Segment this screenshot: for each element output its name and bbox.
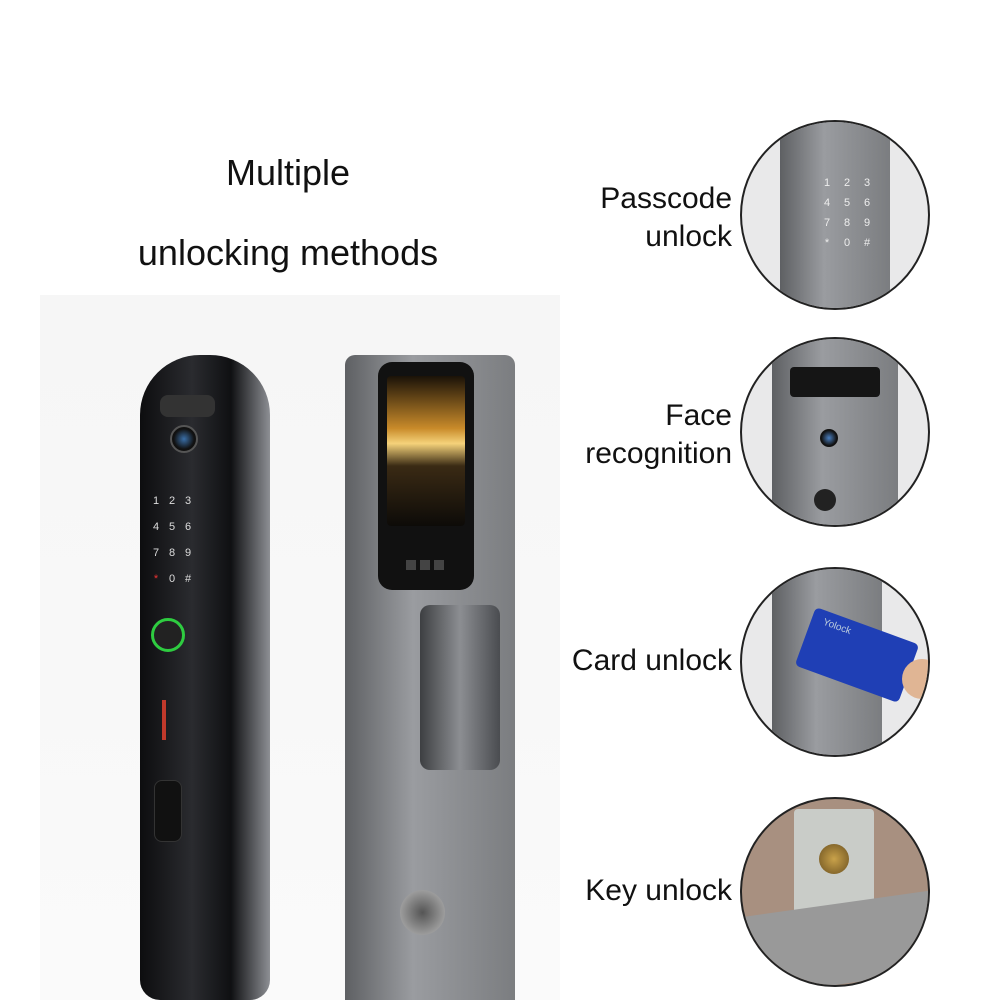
camera-icon bbox=[170, 425, 198, 453]
video-screen bbox=[378, 362, 474, 590]
camera-icon bbox=[820, 429, 838, 447]
hand bbox=[902, 659, 928, 699]
indicator-light bbox=[162, 700, 166, 740]
fingerprint-icon[interactable] bbox=[151, 618, 185, 652]
key[interactable]: 6 bbox=[184, 521, 192, 533]
method-label-key: Key unlock bbox=[585, 874, 732, 907]
lower-button bbox=[154, 780, 182, 842]
key[interactable]: 5 bbox=[168, 521, 176, 533]
keyhole-icon bbox=[819, 844, 849, 874]
key[interactable]: 3 bbox=[184, 495, 192, 507]
screen-button[interactable] bbox=[406, 560, 416, 570]
fingerprint-icon bbox=[814, 489, 836, 511]
screen-button[interactable] bbox=[434, 560, 444, 570]
key[interactable]: 7 bbox=[152, 547, 160, 559]
thumb-turn[interactable] bbox=[400, 890, 445, 935]
key[interactable]: 1 bbox=[152, 495, 160, 507]
screen-button[interactable] bbox=[420, 560, 430, 570]
key[interactable]: 9 bbox=[184, 547, 192, 559]
key[interactable]: # bbox=[184, 573, 192, 585]
key[interactable]: * bbox=[153, 573, 159, 585]
key[interactable]: 2 bbox=[168, 495, 176, 507]
sensor-bar bbox=[160, 395, 215, 417]
key[interactable]: 4 bbox=[152, 521, 160, 533]
key[interactable]: 8 bbox=[168, 547, 176, 559]
face-recognition-detail-image bbox=[740, 337, 930, 527]
key[interactable]: 0 bbox=[168, 573, 176, 585]
headline-line-2: unlocking methods bbox=[137, 232, 439, 273]
inner-handle[interactable] bbox=[420, 605, 500, 770]
key-detail-image bbox=[740, 797, 930, 987]
card-detail-image: Yolock bbox=[740, 567, 930, 757]
method-label-card: Card unlock bbox=[571, 644, 732, 677]
headline-line-1: Multiple bbox=[225, 152, 351, 193]
